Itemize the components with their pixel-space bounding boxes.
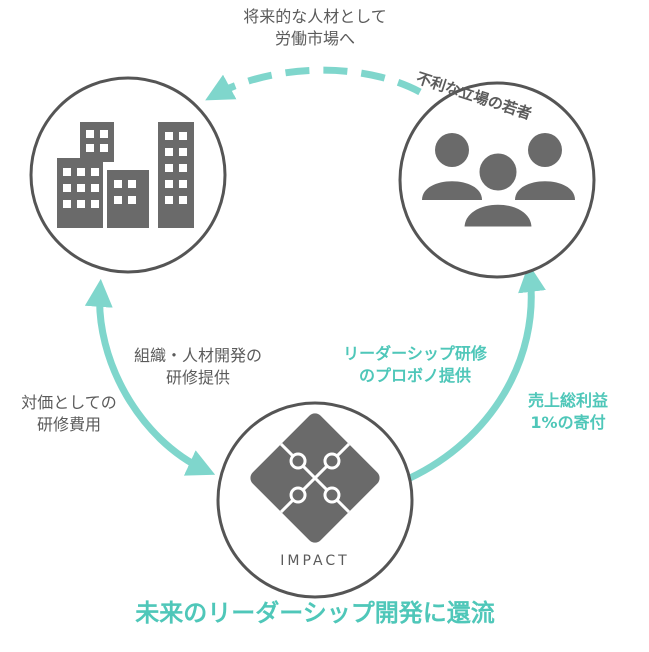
right-outer-label: 売上総利益 1%の寄付	[508, 390, 628, 433]
left-inner-label: 組織・人材開発の 研修提供	[118, 345, 278, 388]
donation-arrow	[408, 263, 546, 482]
left-inner-label-line2: 研修提供	[165, 367, 230, 387]
right-inner-label: リーダーシップ研修 のプロボノ提供	[330, 343, 500, 386]
left-outer-label: 対価としての 研修費用	[4, 392, 134, 435]
impact-logo-label: IMPACT	[280, 553, 350, 569]
people-group-icon	[422, 133, 575, 230]
left-outer-label-line1: 対価としての	[21, 393, 117, 412]
top-arrow-label-line2: 労働市場へ	[274, 28, 355, 48]
right-inner-label-line2: のプロボノ提供	[358, 365, 471, 385]
labor-market-arrow	[205, 66, 422, 101]
top-arrow-label-line1: 将来的な人材として	[243, 7, 387, 26]
right-outer-label-line2: 1%の寄付	[530, 412, 606, 432]
impact-logo-text: IMPACT	[265, 552, 365, 571]
buildings-icon	[57, 122, 194, 228]
bottom-title-text: 未来のリーダーシップ開発に還流	[135, 599, 495, 627]
right-inner-label-line1: リーダーシップ研修	[343, 344, 487, 363]
training-fee-arrow	[84, 278, 216, 476]
top-arrow-label: 将来的な人材として 労働市場へ	[215, 6, 415, 49]
right-outer-label-line1: 売上総利益	[527, 391, 608, 410]
left-inner-label-line1: 組織・人材開発の	[133, 346, 262, 365]
left-outer-label-line2: 研修費用	[36, 414, 101, 434]
bottom-title: 未来のリーダーシップ開発に還流	[100, 597, 530, 629]
puzzle-icon	[250, 413, 380, 543]
